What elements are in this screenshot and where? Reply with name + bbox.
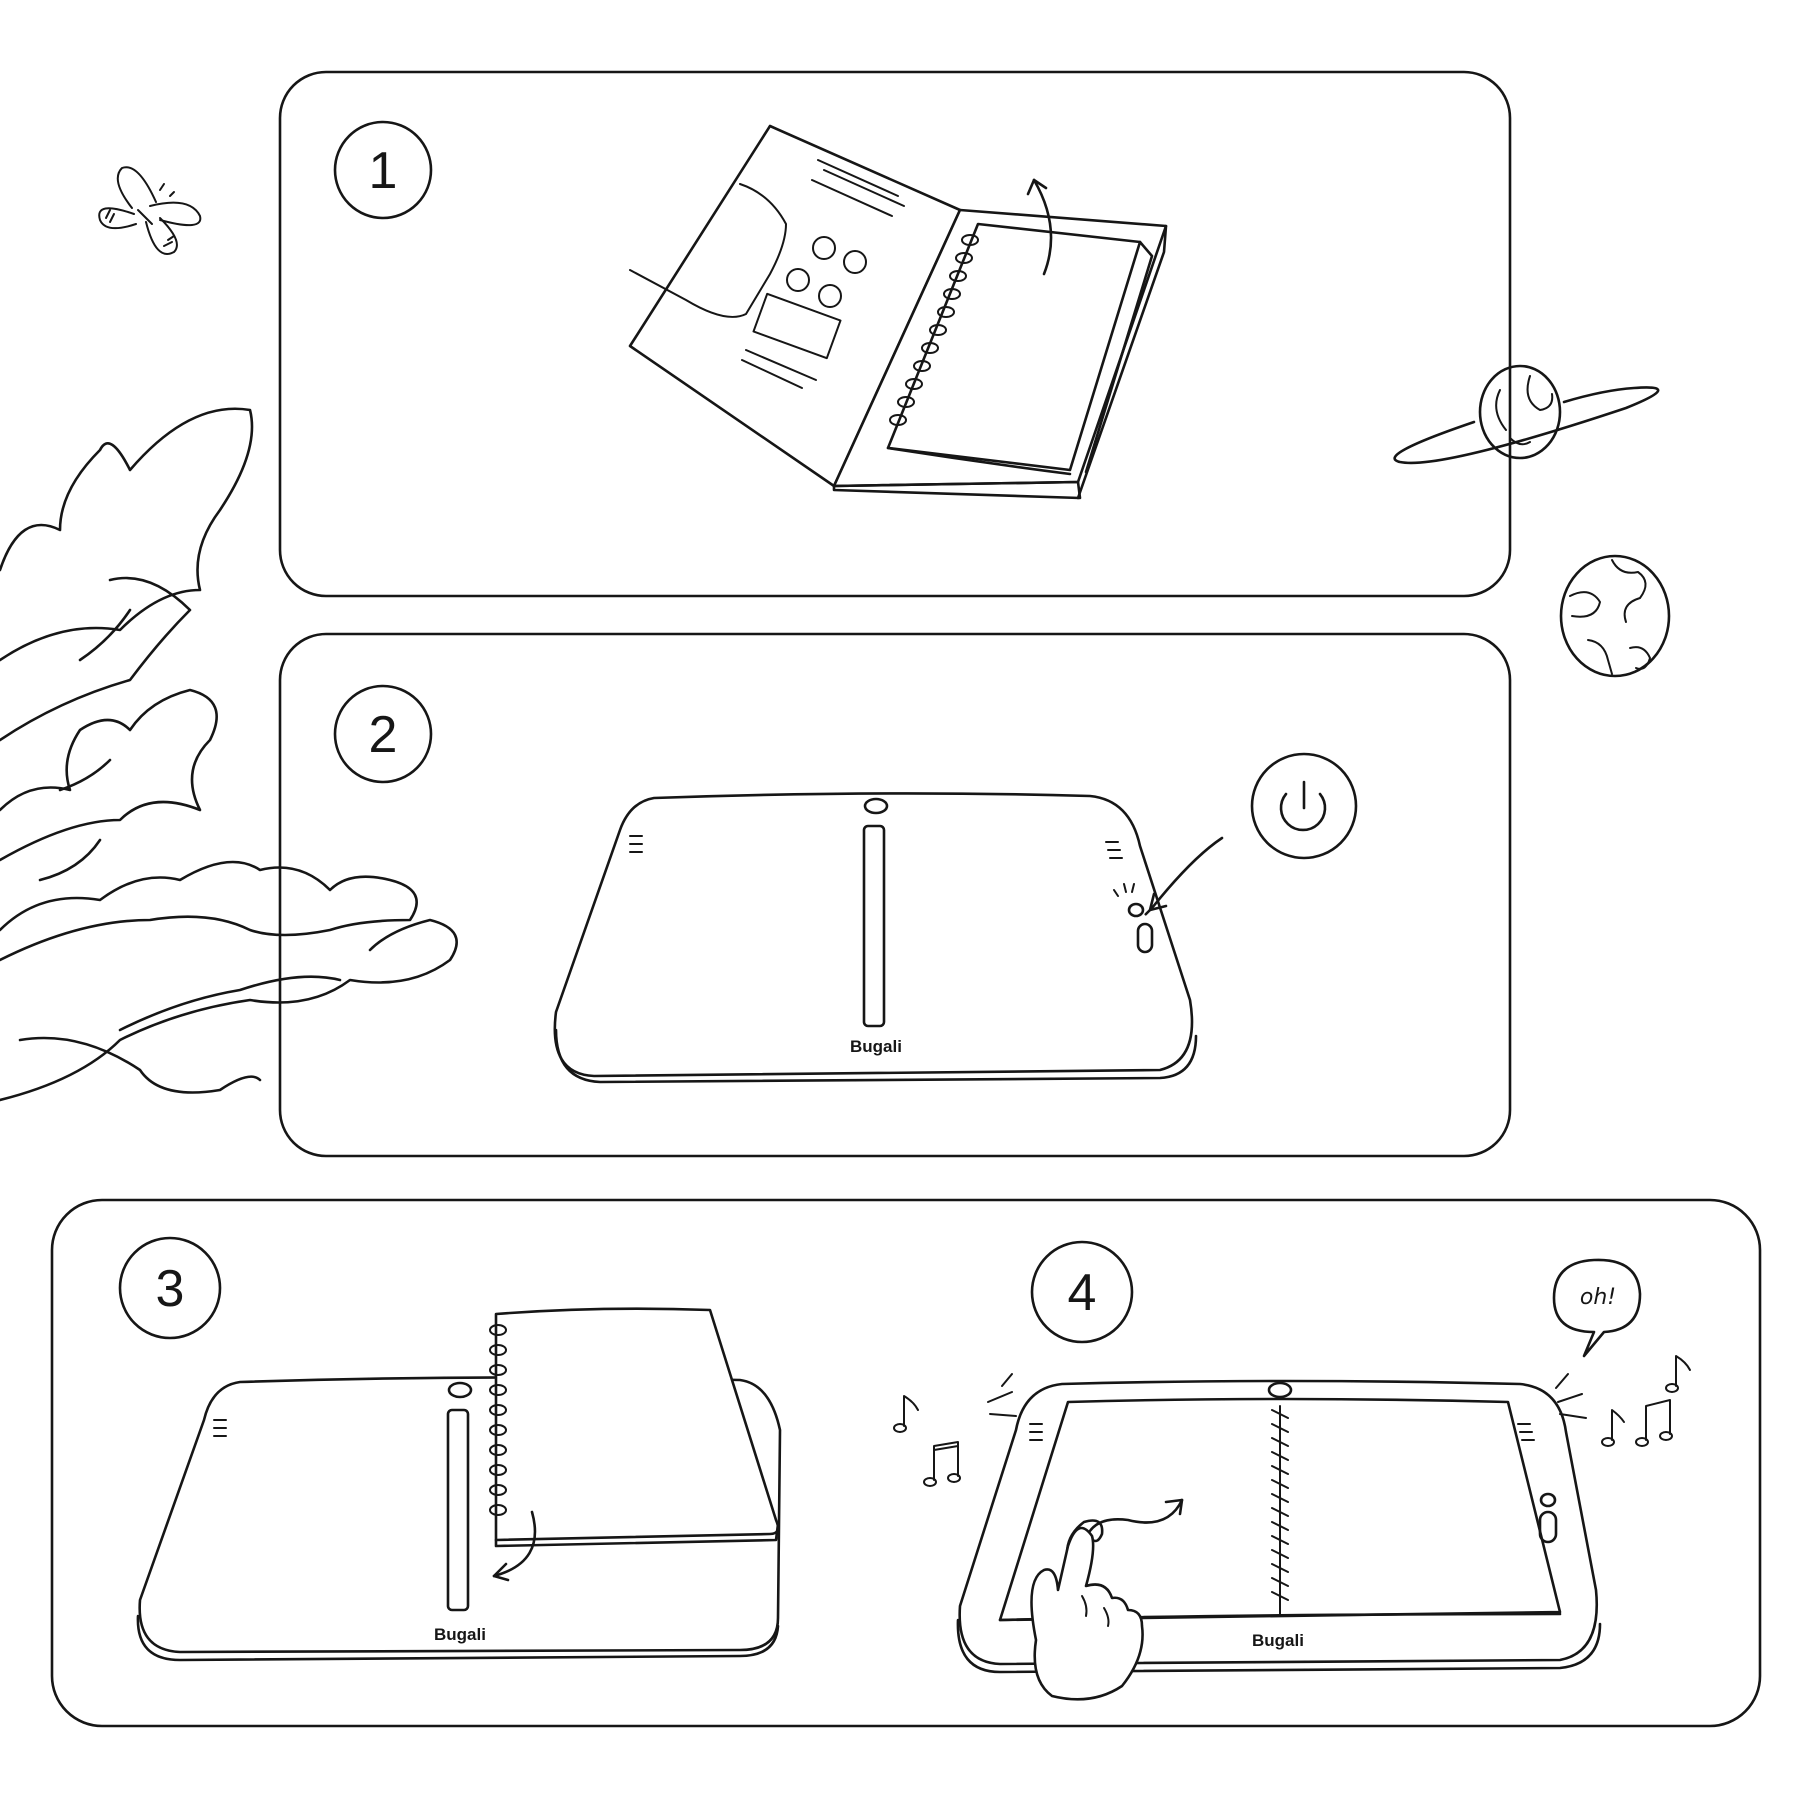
brand-label-3: Bugali — [434, 1625, 486, 1644]
step-2-panel: 2 Bugali — [278, 632, 1512, 1158]
insert-arrow — [492, 1510, 537, 1578]
butterfly-icon — [98, 166, 202, 255]
open-box-illustration — [628, 124, 1168, 500]
step-1-badge — [333, 120, 433, 220]
step-1-panel: 1 — [278, 70, 1512, 598]
steps-3-4-panel: 3 Bugali — [50, 1198, 1762, 1728]
brand-label: Bugali — [850, 1037, 902, 1056]
lift-arrow — [1032, 178, 1053, 276]
step-4-badge — [1030, 1240, 1134, 1344]
speech-bubble: oh! — [1552, 1258, 1642, 1358]
step-2-number: 2 — [369, 706, 398, 764]
step-3-number: 3 — [156, 1260, 185, 1318]
tablet-with-notebook-illustration: Bugali — [136, 1307, 782, 1662]
step-4-number: 4 — [1068, 1264, 1097, 1322]
callout-arrow — [1144, 836, 1224, 916]
saturn-icon — [1393, 364, 1660, 465]
step-1-number: 1 — [369, 142, 398, 200]
speech-bubble-text: oh! — [1580, 1285, 1616, 1310]
step-2-badge — [333, 684, 433, 784]
sparkle-lines — [987, 1373, 1587, 1419]
tablet-open-book-illustration: Bugali — [956, 1379, 1602, 1701]
power-icon — [1250, 752, 1358, 860]
brand-label-4: Bugali — [1252, 1631, 1304, 1650]
step-3-badge — [118, 1236, 222, 1340]
tablet-illustration: Bugali — [553, 792, 1198, 1084]
leaves-decoration — [0, 407, 458, 1102]
swipe-arrow — [1065, 1498, 1184, 1572]
globe-icon — [1559, 554, 1671, 678]
music-notes-icon — [893, 1355, 1691, 1487]
